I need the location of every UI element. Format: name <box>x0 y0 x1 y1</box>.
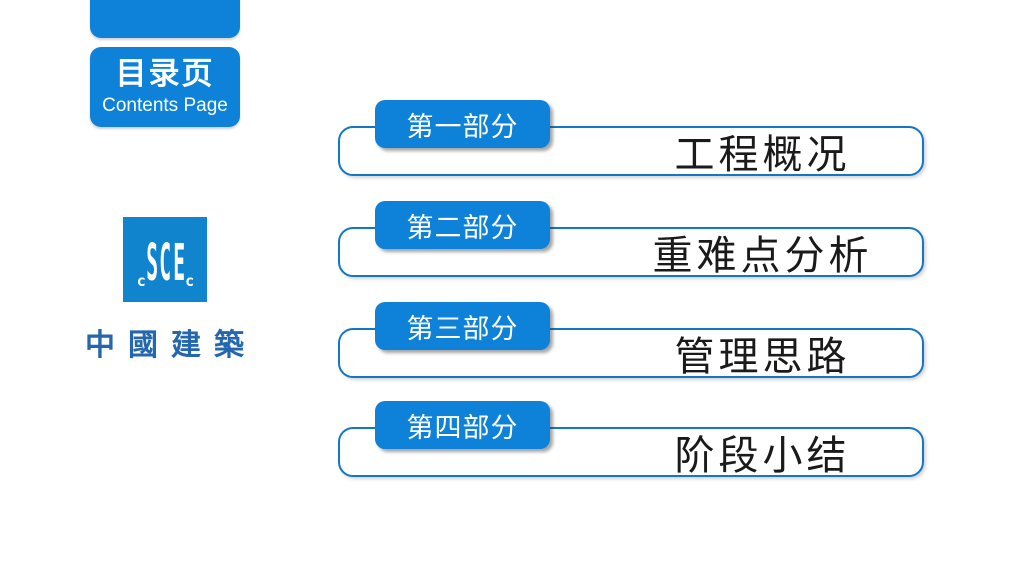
toc-part-button[interactable]: 第三部分 <box>375 302 550 350</box>
toc-title: 工程概况 <box>674 132 851 177</box>
monogram-letter: S <box>146 234 158 294</box>
toc-part-label: 第一部分 <box>406 111 519 142</box>
company-name: 中國建築 <box>85 329 257 362</box>
toc-title: 阶段小结 <box>674 433 851 478</box>
header-tab-top <box>90 0 240 38</box>
monogram-letter: c <box>185 271 194 290</box>
toc-part-label: 第二部分 <box>406 212 519 243</box>
toc-part-button[interactable]: 第四部分 <box>375 401 550 449</box>
page-title: 目录页 <box>115 56 215 92</box>
toc-row: 第一部分 工程概况 <box>338 100 925 178</box>
toc-title: 重难点分析 <box>652 233 873 278</box>
toc-part-label: 第三部分 <box>406 313 519 344</box>
monogram-letter: C <box>159 234 171 294</box>
toc-row: 第二部分 重难点分析 <box>338 201 925 279</box>
toc-part-label: 第四部分 <box>406 412 519 443</box>
monogram-letter: c <box>136 271 146 290</box>
monogram-letter: E <box>172 234 185 294</box>
toc-part-button[interactable]: 第二部分 <box>375 201 550 249</box>
page-subtitle: Contents Page <box>102 94 228 116</box>
toc-row: 第三部分 管理思路 <box>338 302 925 380</box>
toc-row: 第四部分 阶段小结 <box>338 401 925 479</box>
contents-page-header: 目录页 Contents Page <box>90 47 240 127</box>
toc-part-button[interactable]: 第一部分 <box>375 100 550 148</box>
toc-title: 管理思路 <box>674 334 851 379</box>
